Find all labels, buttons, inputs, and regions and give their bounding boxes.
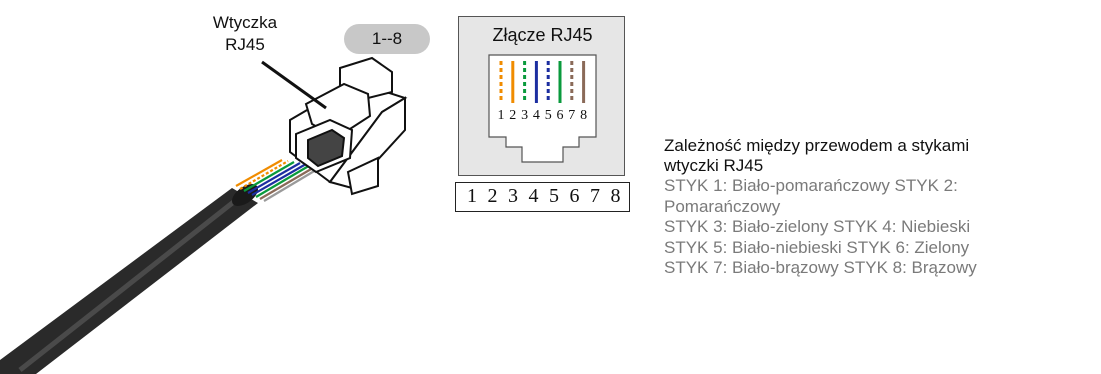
pin-range-badge: 1--8: [344, 24, 430, 54]
pin-strip-number-4: 4: [528, 185, 539, 207]
rj45-plug: [289, 56, 408, 196]
pin-strip-number-6: 6: [569, 185, 580, 207]
socket-pin-number-2: 2: [509, 108, 516, 123]
socket-pin-number-8: 8: [580, 108, 587, 123]
socket-pin-number-1: 1: [498, 108, 505, 123]
wiring-line: Pomarańczowy: [664, 196, 781, 216]
socket-pin-number-7: 7: [568, 108, 575, 123]
plug-label: Wtyczka RJ45: [190, 12, 300, 56]
rj45-plug-illustration: [0, 56, 408, 374]
socket-pin-number-5: 5: [545, 108, 552, 123]
socket-title: Złącze RJ45: [492, 25, 593, 45]
plug-label-line-2: RJ45: [225, 35, 265, 54]
wiring-line: STYK 7: Biało-brązowy STYK 8: Brązowy: [664, 258, 977, 277]
wiring-title: Zależność między przewodem a stykami wty…: [664, 136, 1096, 176]
pin-strip-number-8: 8: [610, 185, 621, 207]
wiring-line: STYK 1: Biało-pomarańczowy STYK 2:: [664, 176, 958, 195]
wiring-title-line-1: Zależność między przewodem a stykami: [664, 136, 970, 155]
pin-strip-number-3: 3: [508, 185, 518, 207]
pin-strip-number-5: 5: [549, 185, 559, 207]
socket-pin-number-3: 3: [521, 108, 528, 123]
pin-strip-number-1: 1: [467, 185, 477, 207]
pin-strip-number-7: 7: [590, 185, 600, 207]
socket-pin-number-4: 4: [533, 108, 540, 123]
socket-outline: [488, 54, 597, 163]
wiring-info: Zależność między przewodem a stykami wty…: [664, 136, 1096, 279]
pin-range-text: 1--8: [371, 29, 403, 48]
wiring-line: STYK 5: Biało-niebieski STYK 6: Zielony: [664, 237, 970, 257]
plug-leader-line: [261, 60, 327, 110]
socket-pin-number-6: 6: [557, 108, 564, 123]
wiring-title-line-2: wtyczki RJ45: [664, 156, 764, 175]
ethernet-cable: [0, 184, 259, 374]
cable-wires: [235, 159, 327, 202]
plug-label-line-1: Wtyczka: [212, 13, 278, 32]
pin-strip-number-2: 2: [487, 185, 498, 207]
wiring-line: STYK 3: Biało-zielony STYK 4: Niebieski: [664, 217, 971, 236]
